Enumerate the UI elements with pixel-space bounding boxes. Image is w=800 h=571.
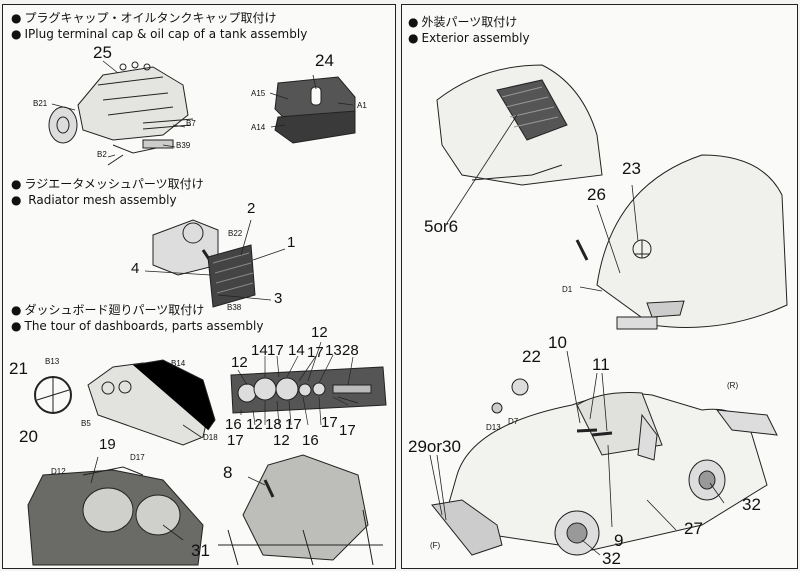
part-number: 12 xyxy=(273,432,290,449)
engine-illustration xyxy=(48,61,194,166)
part-label: B14 xyxy=(171,359,186,368)
part-number: 23 xyxy=(622,159,641,178)
part-number: 27 xyxy=(684,519,703,538)
section-header-jp: ●ラジエータメッシュパーツ取付け xyxy=(11,177,204,191)
frame-illustration xyxy=(218,454,383,566)
left-panel: ●プラグキャップ・オイルタンクキャップ取付け ●IPlug terminal c… xyxy=(2,4,396,569)
part-number: 20 xyxy=(19,427,38,446)
part-number: 12 xyxy=(311,324,328,341)
part-label: B7 xyxy=(186,119,196,128)
part-number: 16 xyxy=(302,432,319,449)
part-label: (F) xyxy=(430,541,441,550)
part-label: A15 xyxy=(251,89,266,98)
part-label: D12 xyxy=(51,467,66,476)
part-label: (R) xyxy=(727,381,739,390)
part-number: 26 xyxy=(587,185,606,204)
part-number: 2 xyxy=(247,200,256,217)
part-label: B13 xyxy=(45,357,60,366)
part-number: 14 xyxy=(288,342,305,359)
part-number: 3 xyxy=(274,290,283,307)
part-number: 13 xyxy=(325,342,342,359)
part-label: B21 xyxy=(33,99,48,108)
part-label: A1 xyxy=(357,101,367,110)
part-number: 9 xyxy=(614,531,624,550)
part-label: B5 xyxy=(81,419,91,428)
dashboard-illustration xyxy=(34,359,216,446)
part-label: B39 xyxy=(176,141,191,150)
section-header-en: ●The tour of dashboards, parts assembly xyxy=(11,319,264,333)
part-number: 19 xyxy=(99,436,116,453)
part-label: A14 xyxy=(251,123,266,132)
part-number: 17 xyxy=(267,342,284,359)
part-number: 12 xyxy=(246,416,263,433)
right-panel: ●外装パーツ取付け ●Exterior assembly 5or6 23 26 … xyxy=(401,4,798,569)
part-label: B2 xyxy=(97,150,107,159)
part-number: 17 xyxy=(227,432,244,449)
part-number: 11 xyxy=(592,355,610,374)
front-hood-illustration xyxy=(575,154,788,330)
part-number: 24 xyxy=(315,51,334,70)
radiator-illustration xyxy=(152,219,256,308)
rear-body-illustration xyxy=(436,64,603,186)
part-label: B38 xyxy=(227,303,242,312)
part-number: 21 xyxy=(9,359,28,378)
part-number: 17 xyxy=(339,422,356,439)
right-panel-illustrations xyxy=(429,64,788,556)
part-label: D7 xyxy=(508,417,519,426)
part-label: B22 xyxy=(228,229,243,238)
part-number: 17 xyxy=(285,416,302,433)
section-header-en: ●Exterior assembly xyxy=(408,31,530,45)
part-number: 12 xyxy=(231,354,248,371)
section-header-en: ●IPlug terminal cap & oil cap of a tank … xyxy=(11,27,308,41)
section-header-jp: ●外装パーツ取付け xyxy=(408,15,518,29)
part-number: 8 xyxy=(223,463,233,482)
part-number: 32 xyxy=(742,495,761,514)
part-number: 4 xyxy=(131,260,140,277)
section-header-jp: ●ダッシュボード廻りパーツ取付け xyxy=(11,303,205,317)
part-number: 22 xyxy=(522,347,541,366)
oil-tank-illustration xyxy=(274,76,356,144)
part-number: 18 xyxy=(265,416,282,433)
interior-seat-illustration xyxy=(27,466,204,566)
part-number: 5or6 xyxy=(424,217,459,236)
left-panel-illustrations xyxy=(27,60,387,566)
part-number: 10 xyxy=(548,333,567,352)
car-body-illustration xyxy=(431,378,778,556)
part-number: 14 xyxy=(251,342,268,359)
part-label: D1 xyxy=(562,285,573,294)
part-label: D17 xyxy=(130,453,145,462)
part-number: 29or30 xyxy=(408,437,461,456)
instrument-panel-illustration xyxy=(230,366,387,414)
part-number: 28 xyxy=(342,342,359,359)
part-number: 16 xyxy=(225,416,242,433)
part-number: 1 xyxy=(287,234,296,251)
part-label: D18 xyxy=(203,433,218,442)
part-number: 31 xyxy=(191,541,210,560)
part-number: 32 xyxy=(602,549,621,568)
section-header-en: ● Radiator mesh assembly xyxy=(11,193,177,207)
part-number: 25 xyxy=(93,43,112,62)
section-header-jp: ●プラグキャップ・オイルタンクキャップ取付け xyxy=(11,11,277,25)
part-label: D13 xyxy=(486,423,501,432)
part-number: 17 xyxy=(321,414,338,431)
part-number: 17 xyxy=(307,344,324,361)
